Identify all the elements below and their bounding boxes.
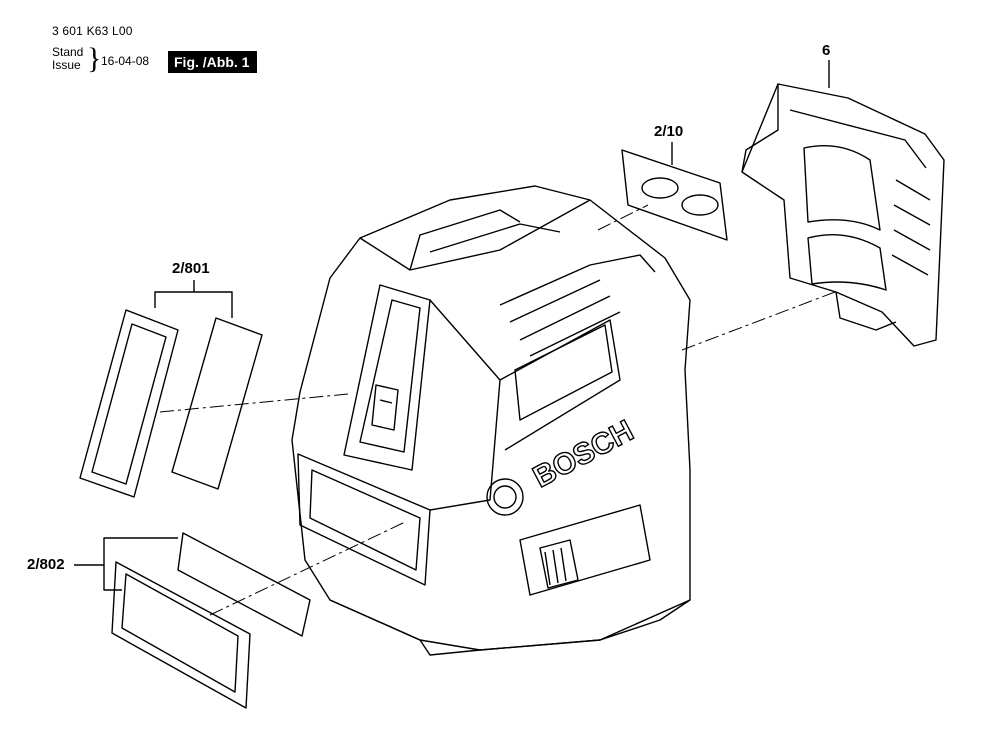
- part-label-6: 6: [822, 42, 831, 59]
- document-number: 3 601 K63 L00: [52, 24, 133, 38]
- leader-lines: [74, 60, 830, 591]
- part-label-2-802: 2/802: [27, 556, 65, 573]
- laser-level-housing: [291, 185, 691, 656]
- stand-issue-label: Stand Issue: [52, 46, 83, 72]
- brace-glyph: }: [87, 42, 102, 75]
- window-frame-part-2-802: [111, 561, 251, 709]
- issue-date: 16-04-08: [101, 54, 150, 68]
- rear-cover-part-6: [741, 83, 945, 347]
- figure-badge: Fig. /Abb. 1: [168, 51, 258, 73]
- label-plate-part-2-10: [621, 149, 728, 241]
- issue-label: Issue: [52, 58, 81, 72]
- part-label-2-801: 2/801: [172, 260, 210, 277]
- window-glass-part-2-802: [177, 532, 311, 637]
- part-label-2-10: 2/10: [654, 123, 684, 140]
- window-glass-part-2-801: [171, 317, 263, 490]
- window-frame-part-2-801: [79, 309, 179, 498]
- centerlines: [159, 204, 836, 616]
- stand-label: Stand: [52, 45, 84, 59]
